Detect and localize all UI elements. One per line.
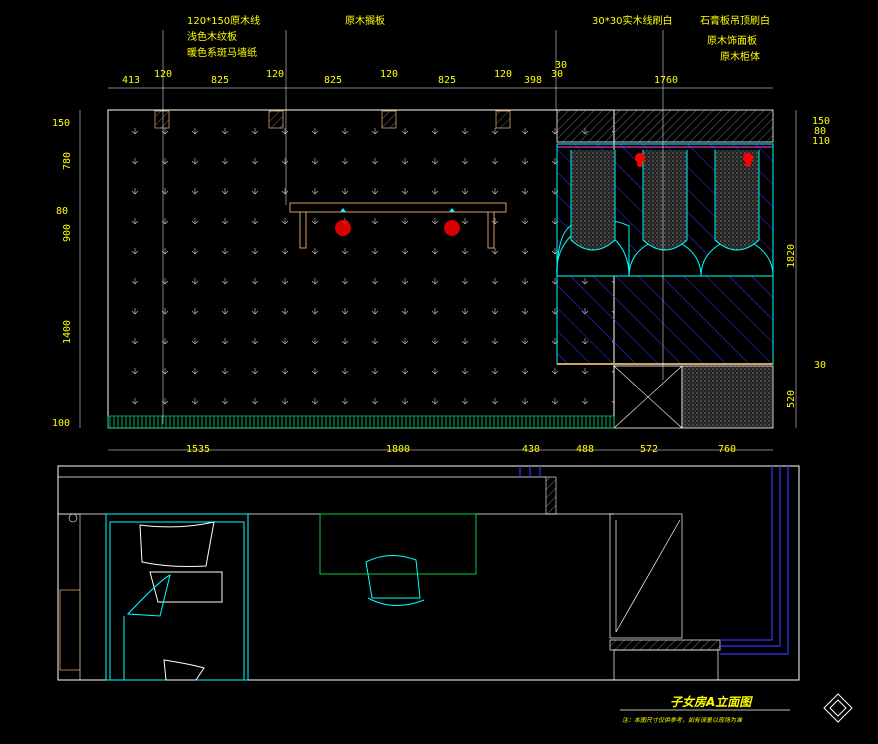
note-countertop: 石膏板吊顶刷白 [700,14,770,27]
wall-outline [107,109,615,429]
note-wall-paper: 浅色木纹板 [187,30,237,43]
dim-left-2: 780 [62,152,73,170]
note-wardrobe-edge: 30*30实木线刷白 [592,14,672,27]
top-blocks [154,110,511,129]
logo-icon [823,693,853,723]
desk [319,513,477,575]
plan-view [57,465,800,681]
bottom-dimension-labels: 1535 1800 430 488 572 760 [186,444,736,455]
note-panel-finish: 原木饰面板 [707,34,757,47]
dim-left-1: 150 [52,118,70,129]
bed [105,513,249,681]
annotations: 120*150原木线 浅色木纹板 暖色系斑马墙纸 原木搁板 30*30实木线刷白… [187,14,770,63]
floor-strip [107,415,615,429]
dim-right-2: 80 [814,126,826,137]
right-dimension-labels: 150 80 110 1820 30 520 [786,116,830,408]
note-cabinet: 原木柜体 [720,50,760,63]
dim-left-4: 900 [62,224,73,242]
dim-right-3: 110 [812,136,830,147]
dim-left-5: 1400 [62,320,73,344]
plan-cabinet [609,513,721,681]
dim-top-7: 825 [438,75,456,86]
dim-bottom-2: 1800 [386,444,410,455]
drawing-title: 子女房A立面图 [670,695,753,709]
dim-top-12: 1760 [654,75,678,86]
dim-right-5: 30 [814,360,826,371]
dim-top-6: 120 [380,69,398,80]
dim-top-2: 120 [154,69,172,80]
top-dimension-labels: 413 120 825 120 825 120 825 120 398 30 3… [122,60,678,86]
dim-top-10: 30 [555,60,567,71]
dim-right-6: 520 [786,390,797,408]
elevation-view: 120*150原木线 浅色木纹板 暖色系斑马墙纸 原木搁板 30*30实木线刷白… [52,14,830,455]
ceiling-hatch [556,109,774,143]
note-shelf: 原木搁板 [345,14,385,27]
blue-lines [519,466,789,655]
title-block: 子女房A立面图 注：本图尺寸仅供参考，如有误差以现场为准 [620,693,853,724]
dim-bottom-6: 760 [718,444,736,455]
dim-top-1: 413 [122,75,140,86]
wardrobe-lamps [635,153,753,167]
dim-top-3: 825 [211,75,229,86]
dim-left-6: 100 [52,418,70,429]
dim-bottom-3: 430 [522,444,540,455]
dim-right-1: 150 [812,116,830,127]
left-dimension-labels: 150 780 80 900 1400 100 [52,118,73,429]
dim-top-11: 30 [551,69,563,80]
dim-lines [79,30,797,451]
dim-bottom-1: 1535 [186,444,210,455]
lower-cabinet-right [681,365,774,429]
note-skirting: 120*150原木线 [187,14,260,27]
dim-top-5: 825 [324,75,342,86]
dim-left-3: 80 [56,206,68,217]
chair [365,555,425,606]
dim-right-4: 1820 [786,244,797,268]
dim-bottom-5: 572 [640,444,658,455]
wardrobe-arches [556,150,774,277]
dim-bottom-4: 488 [576,444,594,455]
dim-top-9: 398 [524,75,542,86]
dim-top-8: 120 [494,69,512,80]
drawing-remark: 注：本图尺寸仅供参考，如有误差以现场为准 [622,716,743,724]
wall-shelf [289,202,507,249]
dim-top-4: 120 [266,69,284,80]
note-wall-finish: 暖色系斑马墙纸 [187,46,257,59]
